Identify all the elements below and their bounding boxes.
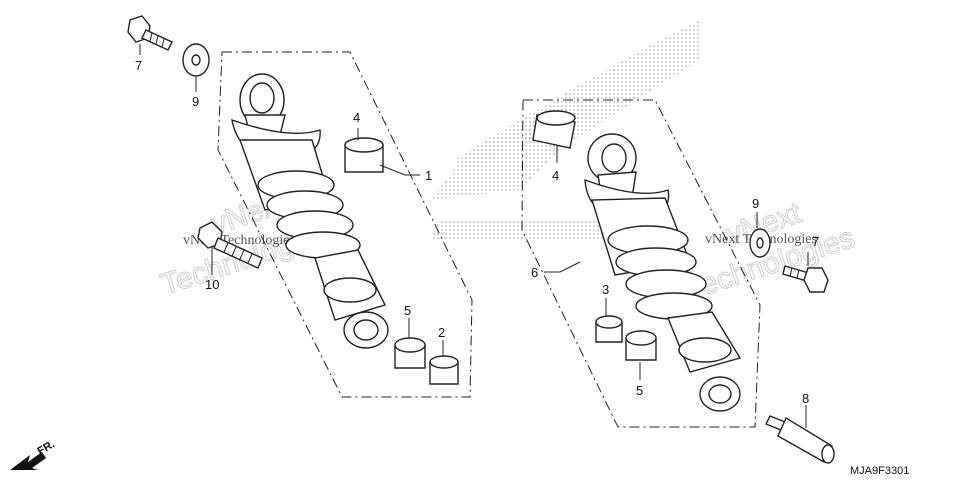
collar-2	[429, 355, 459, 385]
front-arrow-icon	[10, 452, 46, 470]
callout-3: 3	[602, 282, 609, 297]
callout-7-left: 7	[135, 58, 142, 73]
shock-absorber-right	[584, 133, 742, 412]
collar-5-right	[625, 330, 657, 361]
front-direction-indicator: FR.	[10, 438, 57, 470]
front-label: FR.	[36, 438, 57, 457]
callout-1: 1	[425, 168, 432, 183]
bolt-7-right	[782, 265, 829, 293]
stud-bolt-8	[765, 415, 835, 464]
bolt-10	[197, 221, 263, 269]
callout-10: 10	[205, 277, 219, 292]
callout-6: 6	[531, 265, 538, 280]
leader-lines	[139, 44, 809, 428]
diagram-code: MJA9F3301	[850, 465, 909, 477]
washer-9-right	[749, 228, 771, 258]
bolt-7-left	[127, 15, 173, 51]
assembly-frame-right	[521, 99, 761, 428]
callout-7-right: 7	[812, 234, 819, 249]
callout-4-right: 4	[552, 168, 559, 183]
callout-9-right: 9	[752, 196, 759, 211]
callout-9-left: 9	[192, 94, 199, 109]
assembly-frame-left	[217, 51, 473, 398]
collar-5-left	[394, 337, 426, 369]
callout-5-right: 5	[636, 383, 643, 398]
watermark-right: vNext Technologies vNext Technologies	[681, 196, 859, 307]
shock-absorber-left	[231, 73, 389, 349]
callout-4-left: 4	[353, 110, 360, 125]
bush-4-right	[532, 110, 576, 149]
washer-9-left	[182, 43, 210, 77]
callout-2: 2	[438, 325, 445, 340]
bush-4-left	[344, 137, 384, 173]
callout-8: 8	[802, 391, 809, 406]
collar-3	[595, 315, 623, 343]
callout-5-left: 5	[404, 303, 411, 318]
